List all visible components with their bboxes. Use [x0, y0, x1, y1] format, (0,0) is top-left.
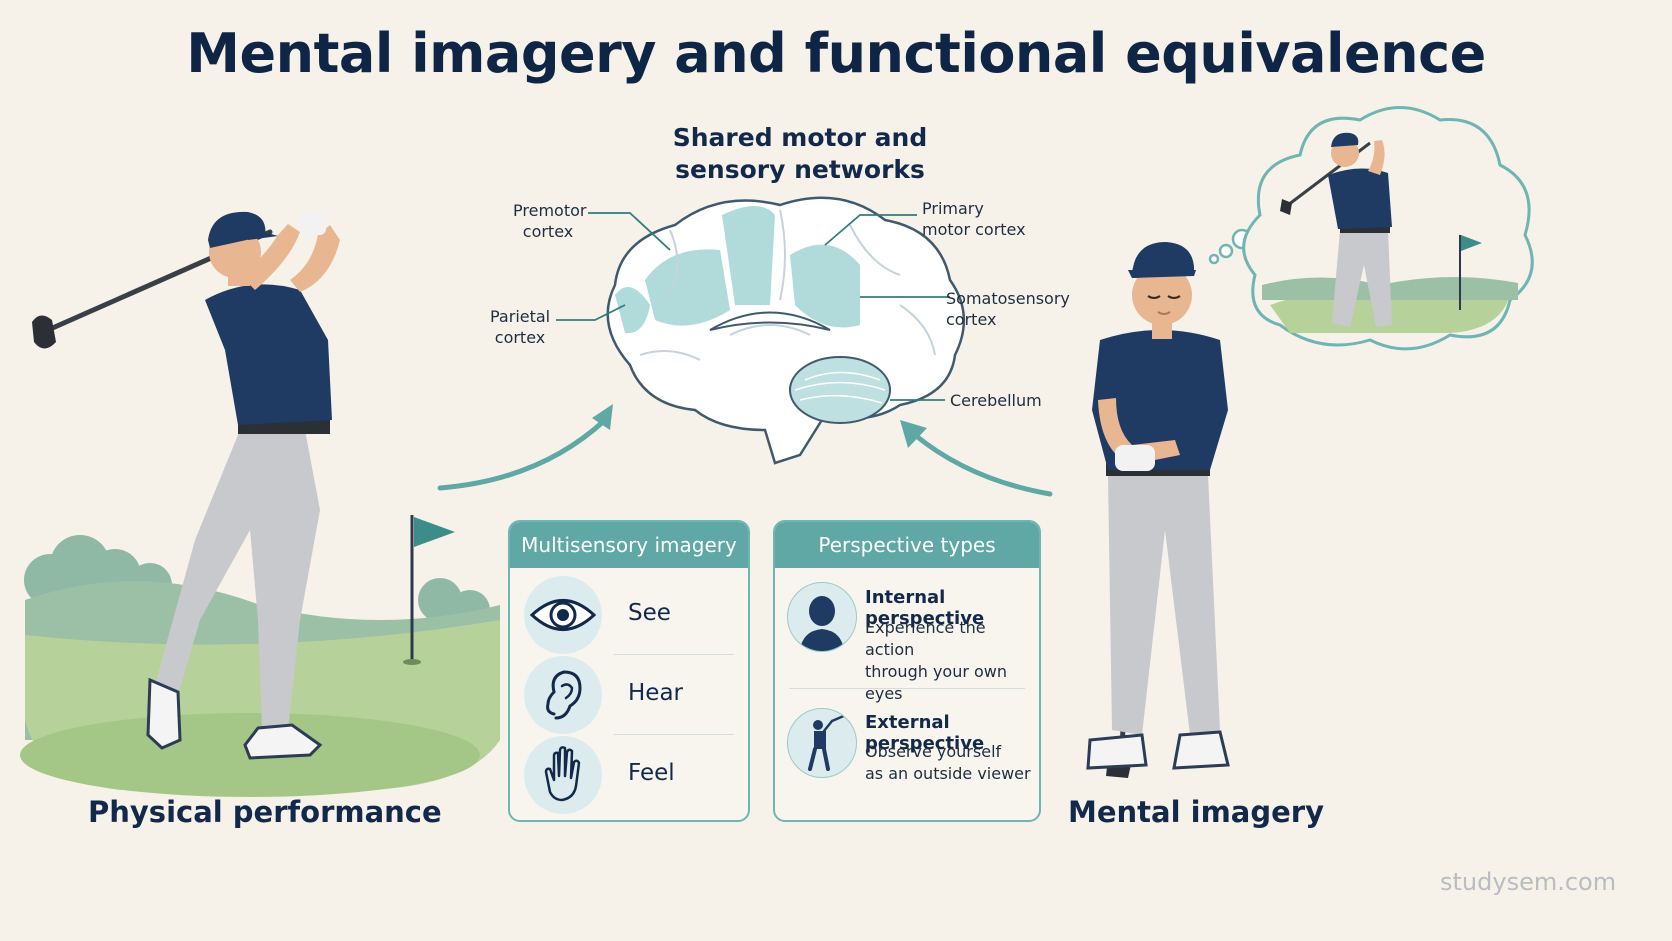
perspective-heading: Perspective types — [775, 522, 1039, 568]
somatosensory-region — [790, 244, 860, 328]
flag — [414, 517, 455, 547]
ear-icon — [524, 656, 602, 734]
corpus-callosum — [709, 311, 831, 331]
right-arrow-path — [912, 432, 1053, 497]
golf-glove — [300, 213, 326, 235]
divider — [614, 654, 734, 655]
right-arrowhead — [900, 420, 927, 448]
network-title: Shared motor and sensory networks — [630, 122, 970, 186]
cloud-flag — [1461, 235, 1482, 251]
sense-label: Hear — [628, 680, 683, 706]
trousers — [155, 430, 320, 730]
hand-icon — [524, 736, 602, 814]
physical-performance-label: Physical performance — [88, 795, 442, 829]
premotor-region — [645, 249, 730, 326]
trousers — [1108, 475, 1220, 735]
thought-bubble-small — [1208, 253, 1220, 265]
primary-motor-region — [722, 206, 775, 305]
golfer-head — [1132, 265, 1192, 325]
premotor-leader — [588, 212, 671, 251]
premotor-label: Premotor cortex — [513, 201, 587, 241]
cerebellum-label: Cerebellum — [950, 391, 1042, 410]
closed-eyes — [1147, 295, 1181, 299]
multisensory-card: Multisensory imagery See Hear — [508, 520, 750, 822]
head-back-icon — [787, 582, 857, 652]
golf-cap — [1132, 242, 1195, 278]
polo-shirt — [205, 284, 332, 425]
sense-item-see: See — [524, 572, 748, 654]
club-head — [32, 315, 56, 349]
brain-folds — [639, 209, 936, 361]
external-perspective-desc: Observe yourself as an outside viewer — [865, 742, 1031, 783]
parietal-region — [615, 287, 650, 334]
eye-icon — [524, 576, 602, 654]
lead-arm — [290, 225, 340, 292]
physical-golfer-scene — [20, 211, 500, 797]
divider — [789, 688, 1025, 689]
thought-bubble-medium — [1218, 243, 1234, 259]
sense-label: See — [628, 600, 671, 626]
primary-motor-label: Primary motor cortex — [922, 199, 1026, 239]
left-arrowhead — [592, 404, 613, 430]
primary-leader — [824, 214, 917, 246]
page-title: Mental imagery and functional equivalenc… — [186, 22, 1486, 85]
internal-perspective-title: Internal perspective — [865, 587, 985, 629]
golf-glove — [1115, 445, 1155, 471]
watermark: studysem.com — [1440, 868, 1617, 896]
front-shoe — [243, 723, 323, 760]
multisensory-heading: Multisensory imagery — [510, 522, 748, 568]
golfer-silhouette-icon — [787, 708, 857, 778]
parietal-leader — [556, 304, 626, 321]
mental-imagery-label: Mental imagery — [1068, 795, 1325, 829]
sense-item-feel: Feel — [524, 732, 748, 814]
internal-perspective-desc: Experience the action through your own e… — [865, 618, 1008, 703]
sense-label: Feel — [628, 760, 675, 786]
perspective-card: Perspective types Internal perspective E… — [773, 520, 1041, 822]
parietal-label: Parietal cortex — [490, 307, 551, 347]
left-arrow-path — [437, 417, 608, 491]
somatosensory-label: Somatosensory cortex — [946, 289, 1070, 329]
brain-diagram — [556, 196, 966, 465]
thought-cloud — [1208, 106, 1534, 351]
back-shoe — [146, 677, 182, 750]
sense-item-hear: Hear — [524, 652, 748, 734]
network-title-line2: sensory networks — [675, 155, 925, 184]
mental-golfer — [1086, 242, 1230, 778]
divider — [614, 734, 734, 735]
polo-shirt — [1092, 330, 1228, 470]
right-shoe — [1172, 730, 1230, 770]
network-title-line1: Shared motor and — [672, 123, 928, 152]
left-shoe — [1086, 733, 1148, 770]
flow-arrows — [437, 404, 1053, 497]
label-leaders — [556, 212, 950, 401]
external-perspective-title: External perspective — [865, 712, 985, 754]
trail-arm — [240, 224, 300, 290]
cerebellum-shape — [789, 356, 891, 424]
